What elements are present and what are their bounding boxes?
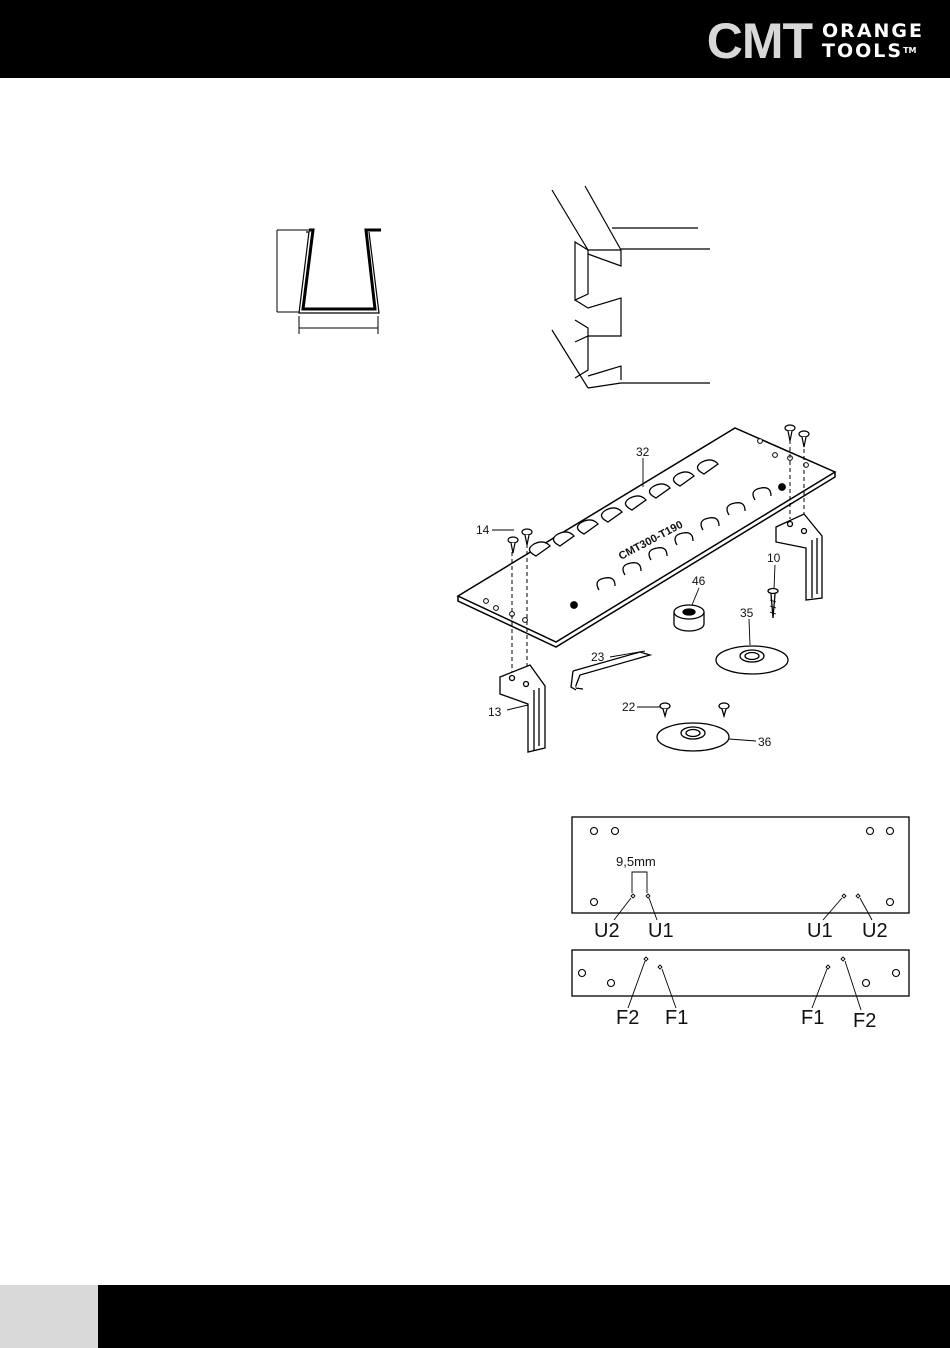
part-label-46: 46 (692, 574, 706, 588)
logo-brand: CMT (707, 18, 812, 64)
logo-line-orange: ORANGE (822, 21, 924, 41)
dovetail-joint-diagram (545, 180, 720, 395)
bit-profile-diagram (255, 220, 395, 340)
label-f2-right: F2 (853, 1010, 876, 1032)
part-label-13: 13 (488, 705, 502, 719)
page-footer (0, 1285, 950, 1348)
page-number-tab (0, 1285, 98, 1348)
part-label-14: 14 (476, 523, 490, 537)
part-label-10: 10 (767, 551, 781, 565)
spacing-label: 9,5mm (616, 854, 656, 869)
part-label-32: 32 (636, 445, 650, 459)
label-f1-left: F1 (665, 1007, 688, 1029)
logo-line-tools: TOOLS (822, 40, 903, 62)
label-u1-right: U1 (807, 920, 833, 942)
logo-trademark: TM (903, 46, 916, 55)
lower-plate (572, 950, 909, 996)
part-label-36: 36 (758, 735, 772, 749)
label-u2-right: U2 (862, 920, 888, 942)
hole-position-diagram: 9,5mm U2 U1 U1 U2 F2 F1 F1 F2 (565, 810, 915, 1040)
label-f1-right: F1 (801, 1007, 824, 1029)
label-u1-left: U1 (648, 920, 674, 942)
part-label-23: 23 (591, 650, 605, 664)
page-header: CMT ORANGE TOOLSTM (0, 0, 950, 78)
label-u2-left: U2 (594, 920, 620, 942)
part-label-22: 22 (622, 700, 636, 714)
part-label-35: 35 (740, 606, 754, 620)
cmt-logo: CMT ORANGE TOOLSTM (707, 18, 924, 64)
label-f2-left: F2 (616, 1007, 639, 1029)
exploded-parts-drawing: CMT300-T190 (440, 420, 840, 765)
